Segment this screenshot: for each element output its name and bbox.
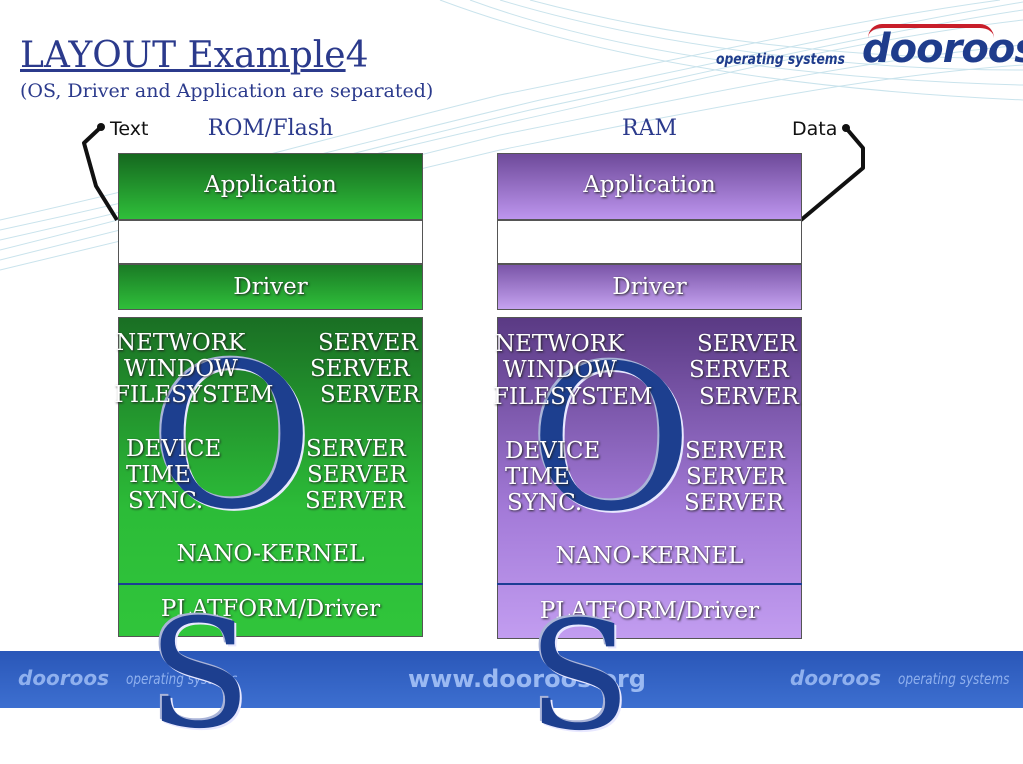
- logo-swoosh-icon: [868, 24, 994, 38]
- brand-logo: dooroos: [862, 26, 1023, 72]
- brand-tagline: operating systems: [716, 50, 845, 68]
- right-driver-label: Driver: [612, 274, 687, 300]
- left-server-device-type: SERVER: [306, 436, 406, 462]
- right-os-letter-o: O: [529, 323, 693, 556]
- right-application-label: Application: [583, 172, 716, 198]
- left-application-label: Application: [204, 172, 337, 198]
- right-platform-driver: PLATFORM/Driver: [539, 598, 760, 624]
- rom-flash-label: ROM/Flash: [207, 116, 334, 141]
- right-kernel-divider: [497, 583, 802, 585]
- ram-label: RAM: [622, 116, 677, 141]
- text-label: Text: [110, 118, 149, 140]
- right-server-time-type: SERVER: [686, 464, 786, 490]
- footer-logo-left: dooroos: [18, 666, 110, 690]
- right-server-window-type: SERVER: [689, 357, 789, 383]
- left-kernel-divider: [118, 583, 423, 585]
- left-bracket-line: [82, 125, 119, 222]
- left-server-sync-type: SERVER: [305, 488, 405, 514]
- right-driver-block: Driver: [497, 264, 802, 310]
- bracket-connectors: [82, 123, 865, 222]
- left-server-filesystem: FILESYSTEM: [114, 382, 274, 408]
- page-subtitle: (OS, Driver and Application are separate…: [20, 80, 434, 102]
- left-server-filesystem-type: SERVER: [320, 382, 420, 408]
- right-server-time: TIME: [505, 464, 570, 490]
- right-server-device: DEVICE: [505, 438, 601, 464]
- right-bracket-line: [799, 126, 865, 222]
- right-os-letter-s: S: [528, 590, 631, 764]
- data-label: Data: [792, 118, 838, 140]
- right-server-sync-type: SERVER: [684, 490, 784, 516]
- title-number: 4: [345, 35, 369, 76]
- left-driver-label: Driver: [233, 274, 308, 300]
- right-server-network-type: SERVER: [697, 331, 797, 357]
- right-server-filesystem: FILESYSTEM: [493, 384, 653, 410]
- right-server-window: WINDOW: [503, 357, 617, 383]
- right-os-block: [497, 317, 802, 639]
- footer-url[interactable]: www.dooroos.org: [408, 665, 646, 693]
- title-main: LAYOUT Example: [20, 35, 346, 76]
- left-server-sync: SYNC.: [128, 488, 204, 514]
- left-server-window: WINDOW: [124, 356, 238, 382]
- left-platform-driver: PLATFORM/Driver: [160, 596, 381, 622]
- left-server-network: NETWORK: [116, 330, 246, 356]
- right-server-sync: SYNC.: [507, 490, 583, 516]
- left-empty-block: [118, 220, 423, 264]
- page-title: LAYOUT Example4: [20, 36, 368, 76]
- right-bracket-dot: [842, 124, 850, 132]
- left-server-device: DEVICE: [126, 436, 222, 462]
- right-server-filesystem-type: SERVER: [699, 384, 799, 410]
- left-application-block: Application: [118, 153, 423, 220]
- left-nano-kernel: NANO-KERNEL: [176, 541, 365, 567]
- left-os-letter-o: O: [150, 321, 314, 554]
- left-server-network-type: SERVER: [318, 330, 418, 356]
- left-bracket-dot: [97, 123, 105, 131]
- right-server-network: NETWORK: [495, 331, 625, 357]
- footer-tagline-left: operating systems: [126, 670, 238, 688]
- footer-tagline-right: operating systems: [898, 670, 1010, 688]
- right-server-device-type: SERVER: [685, 438, 785, 464]
- footer-logo-right: dooroos: [790, 666, 882, 690]
- left-server-time: TIME: [126, 462, 191, 488]
- footer-bar: dooroos operating systems www.dooroos.or…: [0, 651, 1023, 708]
- right-empty-block: [497, 220, 802, 264]
- right-application-block: Application: [497, 153, 802, 220]
- left-server-time-type: SERVER: [307, 462, 407, 488]
- left-os-letter-s: S: [148, 588, 251, 762]
- left-server-window-type: SERVER: [310, 356, 410, 382]
- left-driver-block: Driver: [118, 264, 423, 310]
- right-nano-kernel: NANO-KERNEL: [555, 543, 744, 569]
